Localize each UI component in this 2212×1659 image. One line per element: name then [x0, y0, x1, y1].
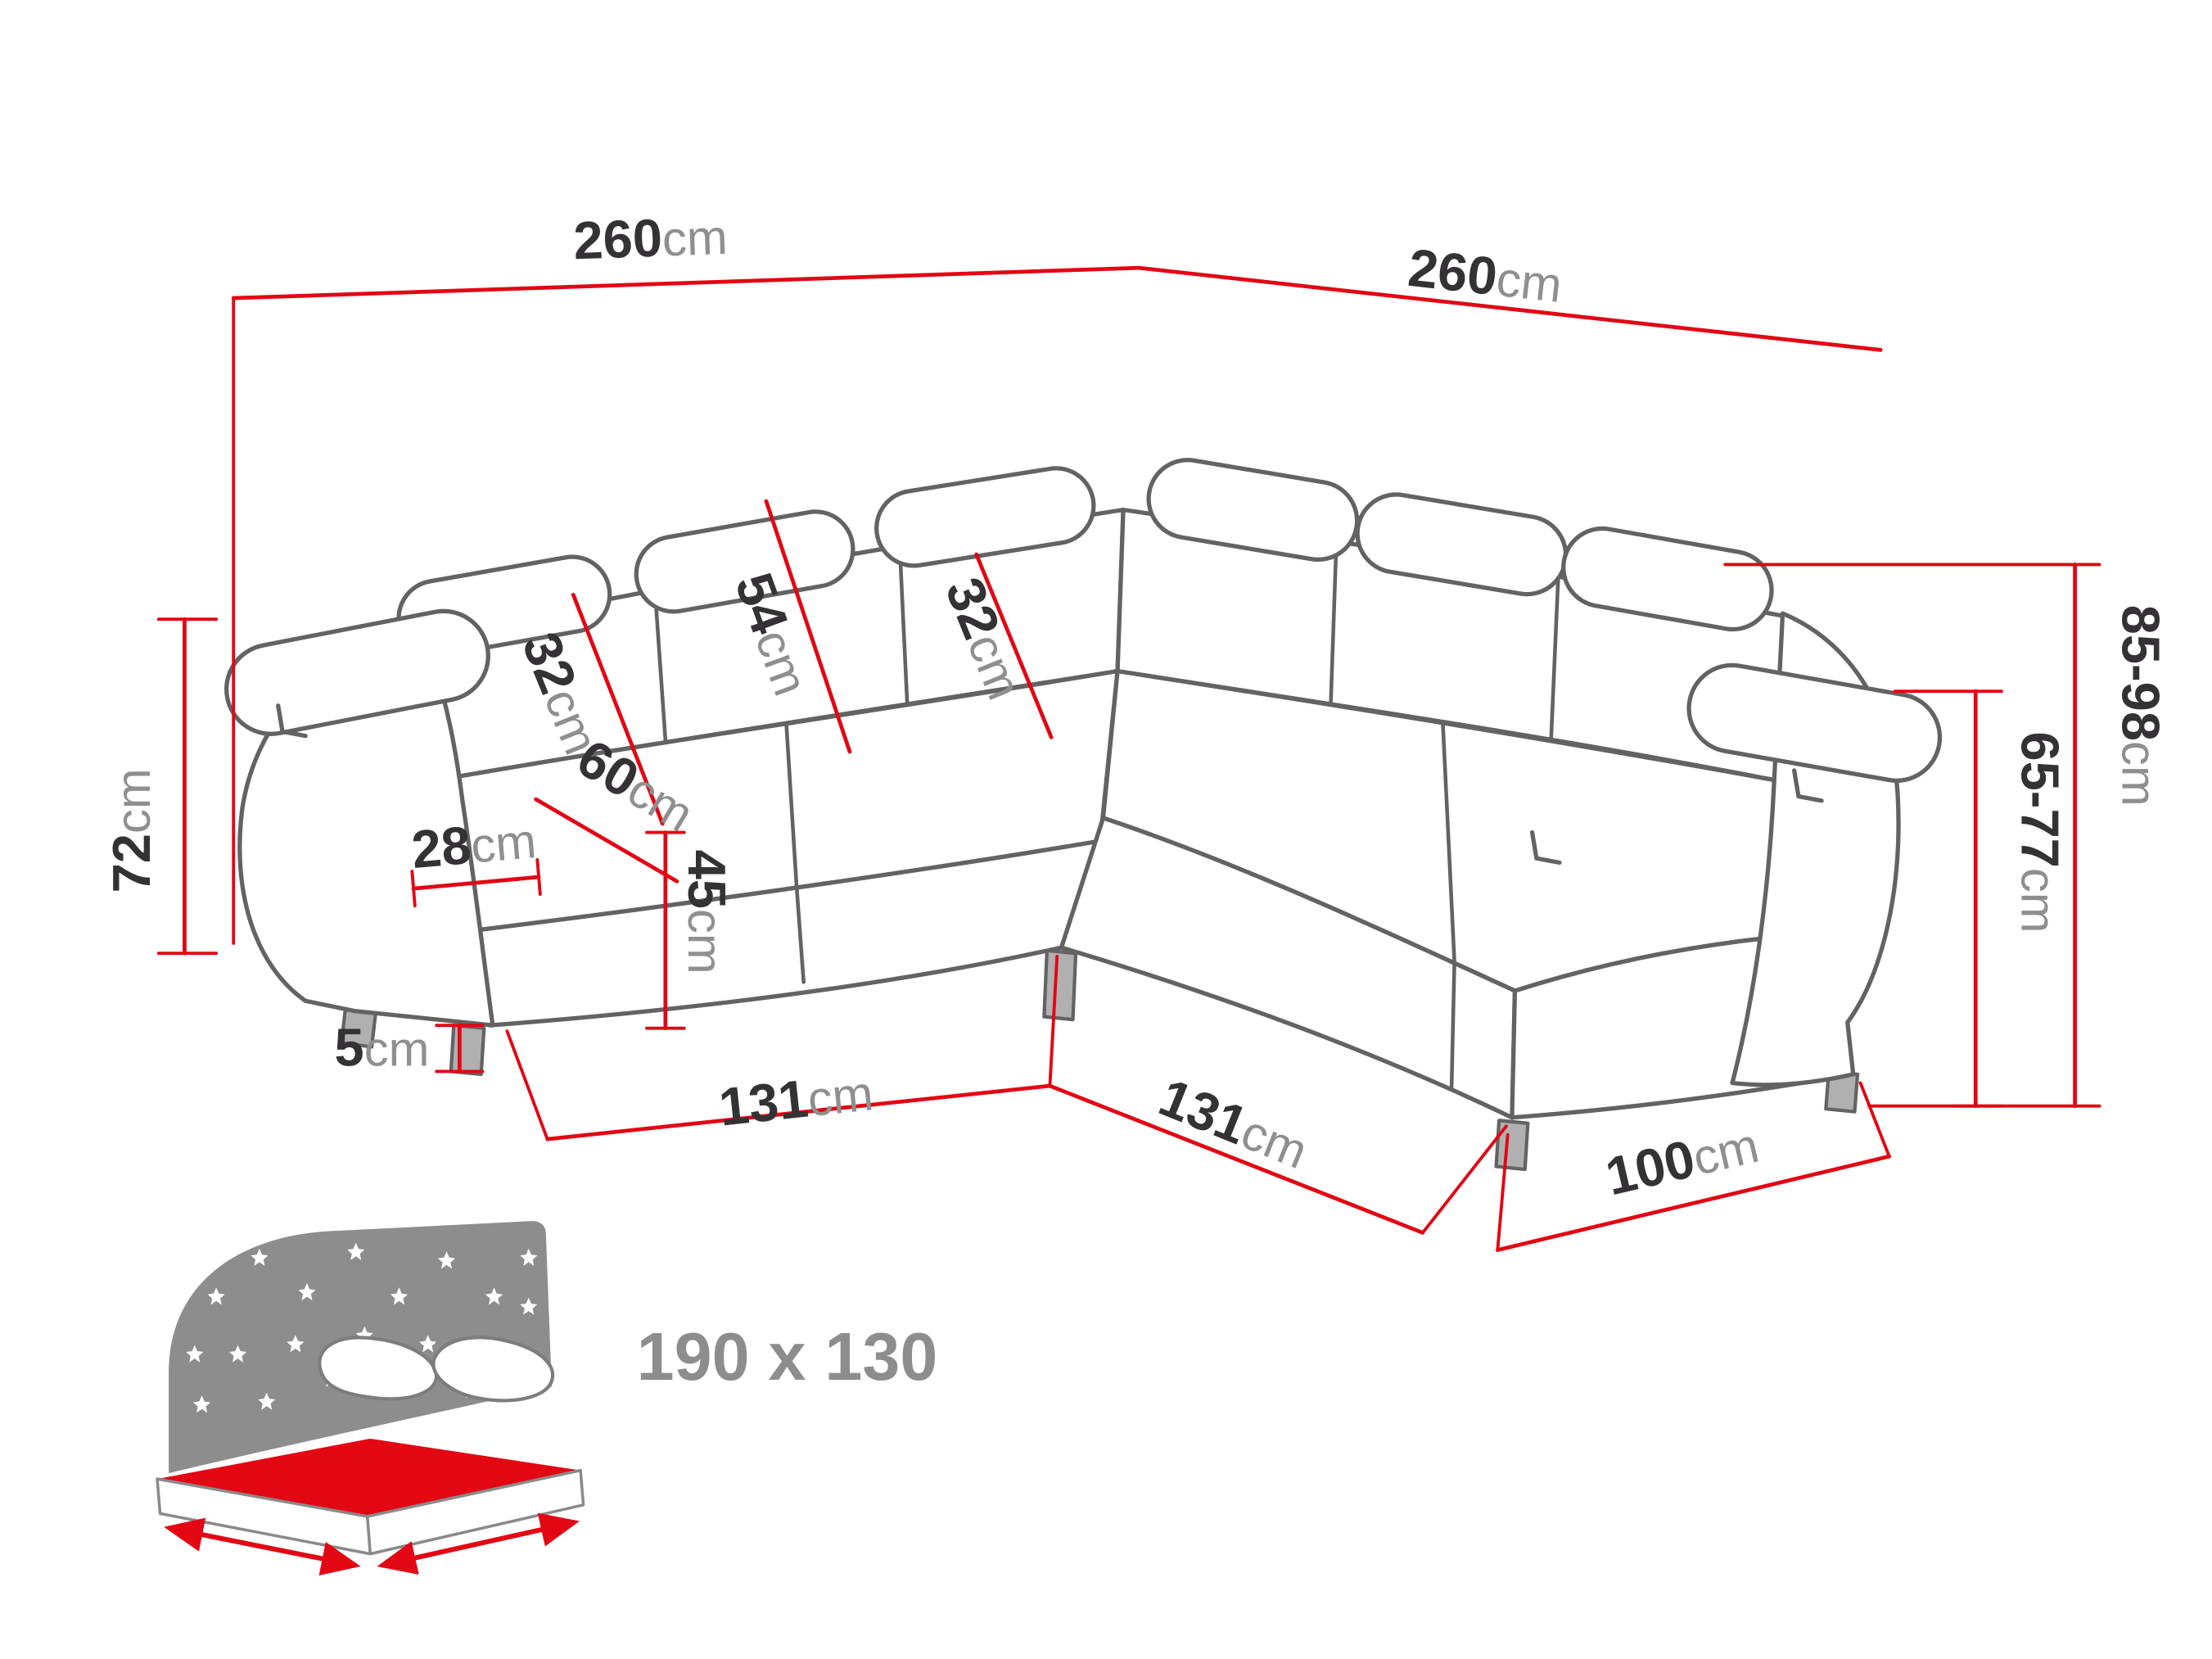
dim-unit: cm — [364, 1021, 430, 1076]
dim-unit: cm — [2011, 868, 2066, 933]
unfold-arrow — [377, 1512, 580, 1575]
dim-line — [1048, 1083, 1425, 1235]
backrest-seam — [1549, 578, 1560, 747]
dim-value: 72 — [102, 834, 161, 893]
dim-line — [231, 265, 1141, 301]
backrest-seam — [898, 552, 910, 708]
headrest-cushion — [874, 466, 1096, 568]
sofa-leg — [449, 1024, 486, 1077]
dim-line — [545, 1083, 1052, 1141]
headrest-cushion — [1561, 526, 1774, 632]
dim-extension-line — [1420, 1124, 1508, 1235]
dim-line — [1137, 265, 1883, 352]
seat-cushion-seam — [1441, 722, 1456, 1091]
left-armrest-body — [237, 649, 495, 1028]
dim-tick — [410, 870, 417, 908]
dim-label-leg-height: 5cm — [335, 1017, 430, 1077]
dim-unit: cm — [661, 210, 729, 267]
pillow — [431, 1336, 555, 1403]
dim-front-width-left: 131cm — [505, 954, 1059, 1141]
dim-seat-height: 45cm — [645, 830, 737, 1031]
dim-label-total-width-left: 260cm — [572, 206, 729, 271]
headrest-hook-icon — [1529, 830, 1562, 866]
dim-extension-line — [505, 1029, 549, 1141]
dim-unit: cm — [468, 813, 538, 874]
dim-tick — [535, 857, 542, 897]
dim-extension-line — [1048, 954, 1059, 1087]
dim-line — [411, 875, 541, 891]
sleeping-function-icon — [156, 1221, 585, 1575]
dim-line — [764, 499, 852, 754]
dim-label-armrest-height-range: 65-77cm — [2011, 731, 2070, 933]
dim-extension-line — [1496, 1132, 1510, 1252]
dim-unit: cm — [2112, 741, 2167, 807]
dim-value: 65-77 — [2011, 731, 2070, 867]
dim-extension-line — [1858, 1081, 1891, 1159]
dim-value: 28 — [409, 815, 473, 879]
headrest-hook-icon — [276, 703, 308, 739]
dim-value: 260 — [1406, 237, 1501, 306]
dim-unit: cm — [1494, 251, 1565, 313]
dim-value: 85-98 — [2111, 605, 2171, 741]
dim-unit: cm — [106, 768, 160, 834]
dim-unit: cm — [805, 1065, 875, 1127]
dim-leg-height: 5cm — [335, 1017, 485, 1077]
dim-armrest-height: 72cm — [102, 617, 219, 956]
dim-label-seat-height: 45cm — [677, 850, 737, 974]
dim-value: 260 — [572, 208, 663, 271]
dim-label-total-height-range: 85-98cm — [2111, 605, 2171, 807]
dim-value: 5 — [335, 1017, 364, 1077]
right-armrest-pillow — [1686, 662, 1943, 783]
dim-line — [534, 797, 679, 884]
dim-unit: cm — [1688, 1118, 1764, 1186]
dim-label-armrest-height: 72cm — [102, 768, 161, 893]
dim-label-front-width-left: 131cm — [716, 1061, 876, 1137]
left-armrest-pillow — [224, 608, 490, 736]
dim-armrest-width: 28cm — [409, 809, 542, 908]
headrest-cushion — [634, 509, 855, 614]
dim-value: 100 — [1600, 1128, 1700, 1207]
backrest-seam — [653, 594, 668, 743]
dim-total-height-range: 85-98cm — [1723, 563, 2171, 1109]
dim-value: 45 — [677, 850, 737, 909]
dim-total-width-right: 260cm — [1137, 237, 1883, 352]
dim-label-front-width-right: 131cm — [1151, 1067, 1316, 1180]
seat-cushion-seam — [784, 722, 806, 984]
dim-label-total-width-right: 260cm — [1406, 237, 1565, 314]
sleeping-area-label: 190 x 130 — [637, 1318, 938, 1395]
dim-line — [571, 592, 665, 826]
dim-value: 131 — [716, 1069, 811, 1137]
dim-armrest-height-range: 65-77cm — [1893, 689, 2070, 1109]
sofa-drawing — [224, 458, 1943, 1172]
dim-line — [1495, 1154, 1892, 1252]
dim-front-width-right: 131cm — [1048, 1067, 1508, 1235]
sofa-leg — [1494, 1119, 1530, 1172]
headrest-hook-icon — [1792, 768, 1824, 803]
dim-total-width-left: 260cm — [231, 206, 1141, 945]
backrest-seam — [1329, 540, 1338, 711]
dim-line — [974, 552, 1054, 739]
unfold-arrow — [164, 1517, 361, 1575]
sofa-leg — [1042, 948, 1078, 1022]
dim-label-armrest-width: 28cm — [409, 809, 539, 879]
dim-unit: cm — [678, 909, 733, 974]
